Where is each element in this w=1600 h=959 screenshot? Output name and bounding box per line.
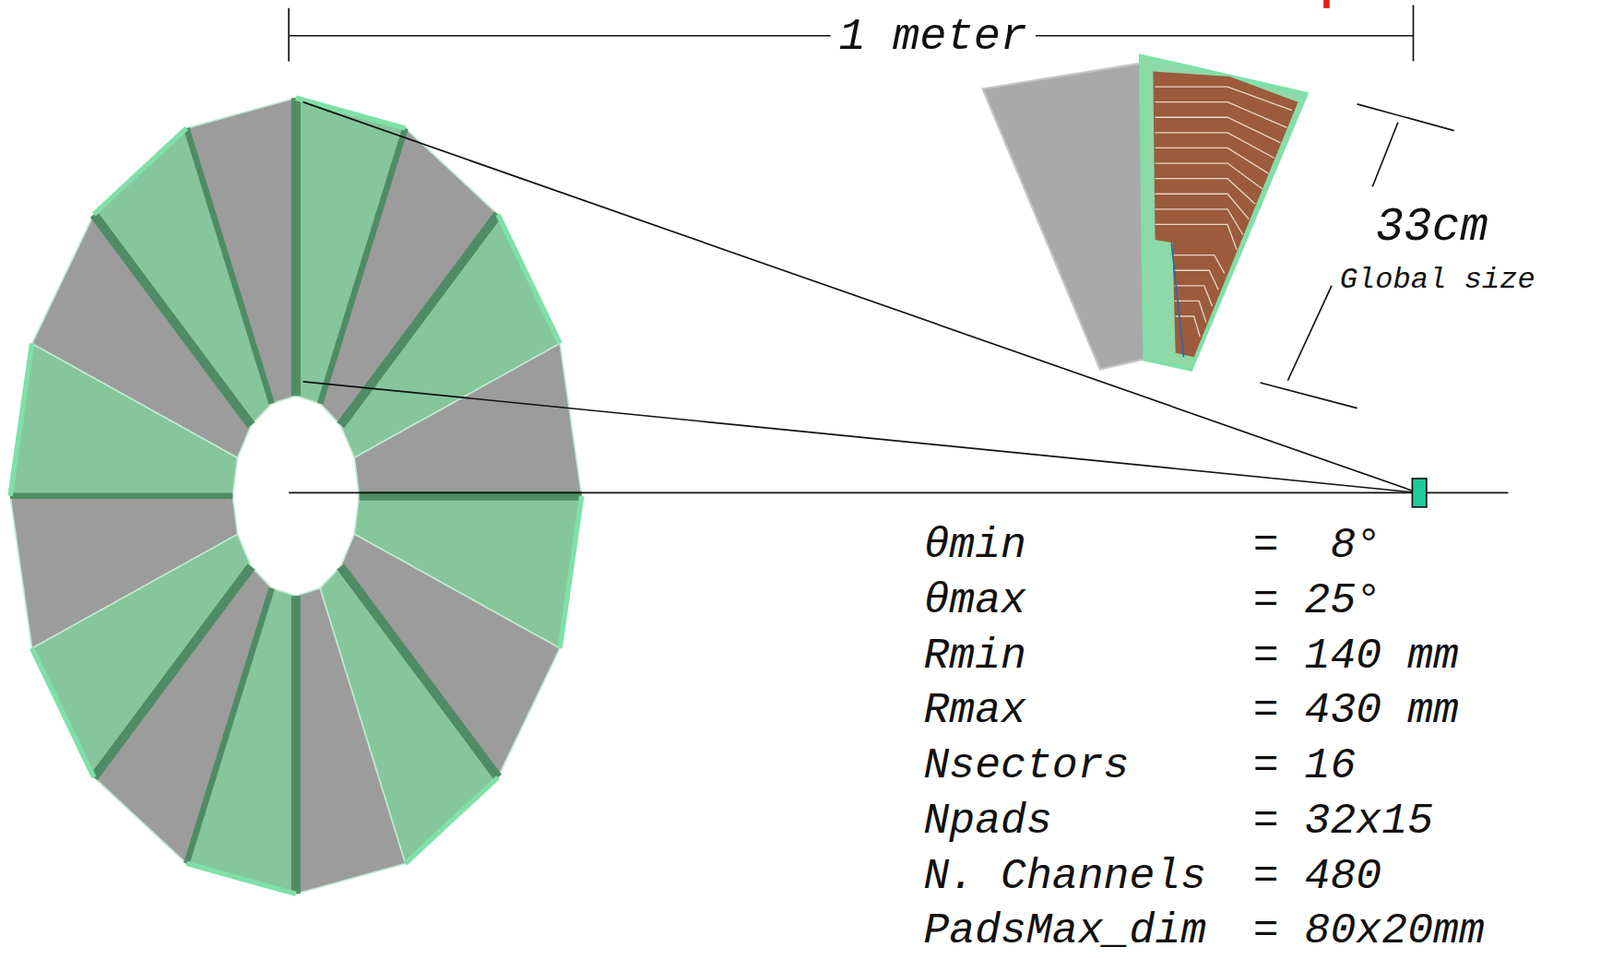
- parameter-value: = 8°: [1253, 524, 1382, 568]
- parameter-name: PadsMax_dim: [923, 910, 1207, 953]
- parameter-name: Rmax: [923, 689, 1027, 733]
- parameter-name: Rmin: [923, 634, 1027, 677]
- dimension-label: 33cm: [1375, 203, 1489, 251]
- dimension-note: Global size: [1339, 265, 1536, 296]
- parameter-name: N. Channels: [923, 854, 1207, 898]
- parameter-name: θmin: [923, 524, 1027, 568]
- parameter-name: Nsectors: [923, 745, 1129, 788]
- parameter-value: = 32x15: [1253, 800, 1434, 843]
- parameter-name: Npads: [923, 800, 1052, 843]
- parameter-value: = 430 mm: [1253, 689, 1459, 733]
- parameter-value: = 16: [1253, 745, 1357, 788]
- parameter-value: = 140 mm: [1253, 634, 1459, 677]
- parameter-value: = 80x20mm: [1253, 910, 1485, 953]
- dimension-label: 1 meter: [830, 13, 1036, 60]
- parameter-value: = 480: [1253, 854, 1382, 898]
- parameter-value: = 25°: [1253, 579, 1382, 622]
- parameter-name: θmax: [923, 579, 1027, 622]
